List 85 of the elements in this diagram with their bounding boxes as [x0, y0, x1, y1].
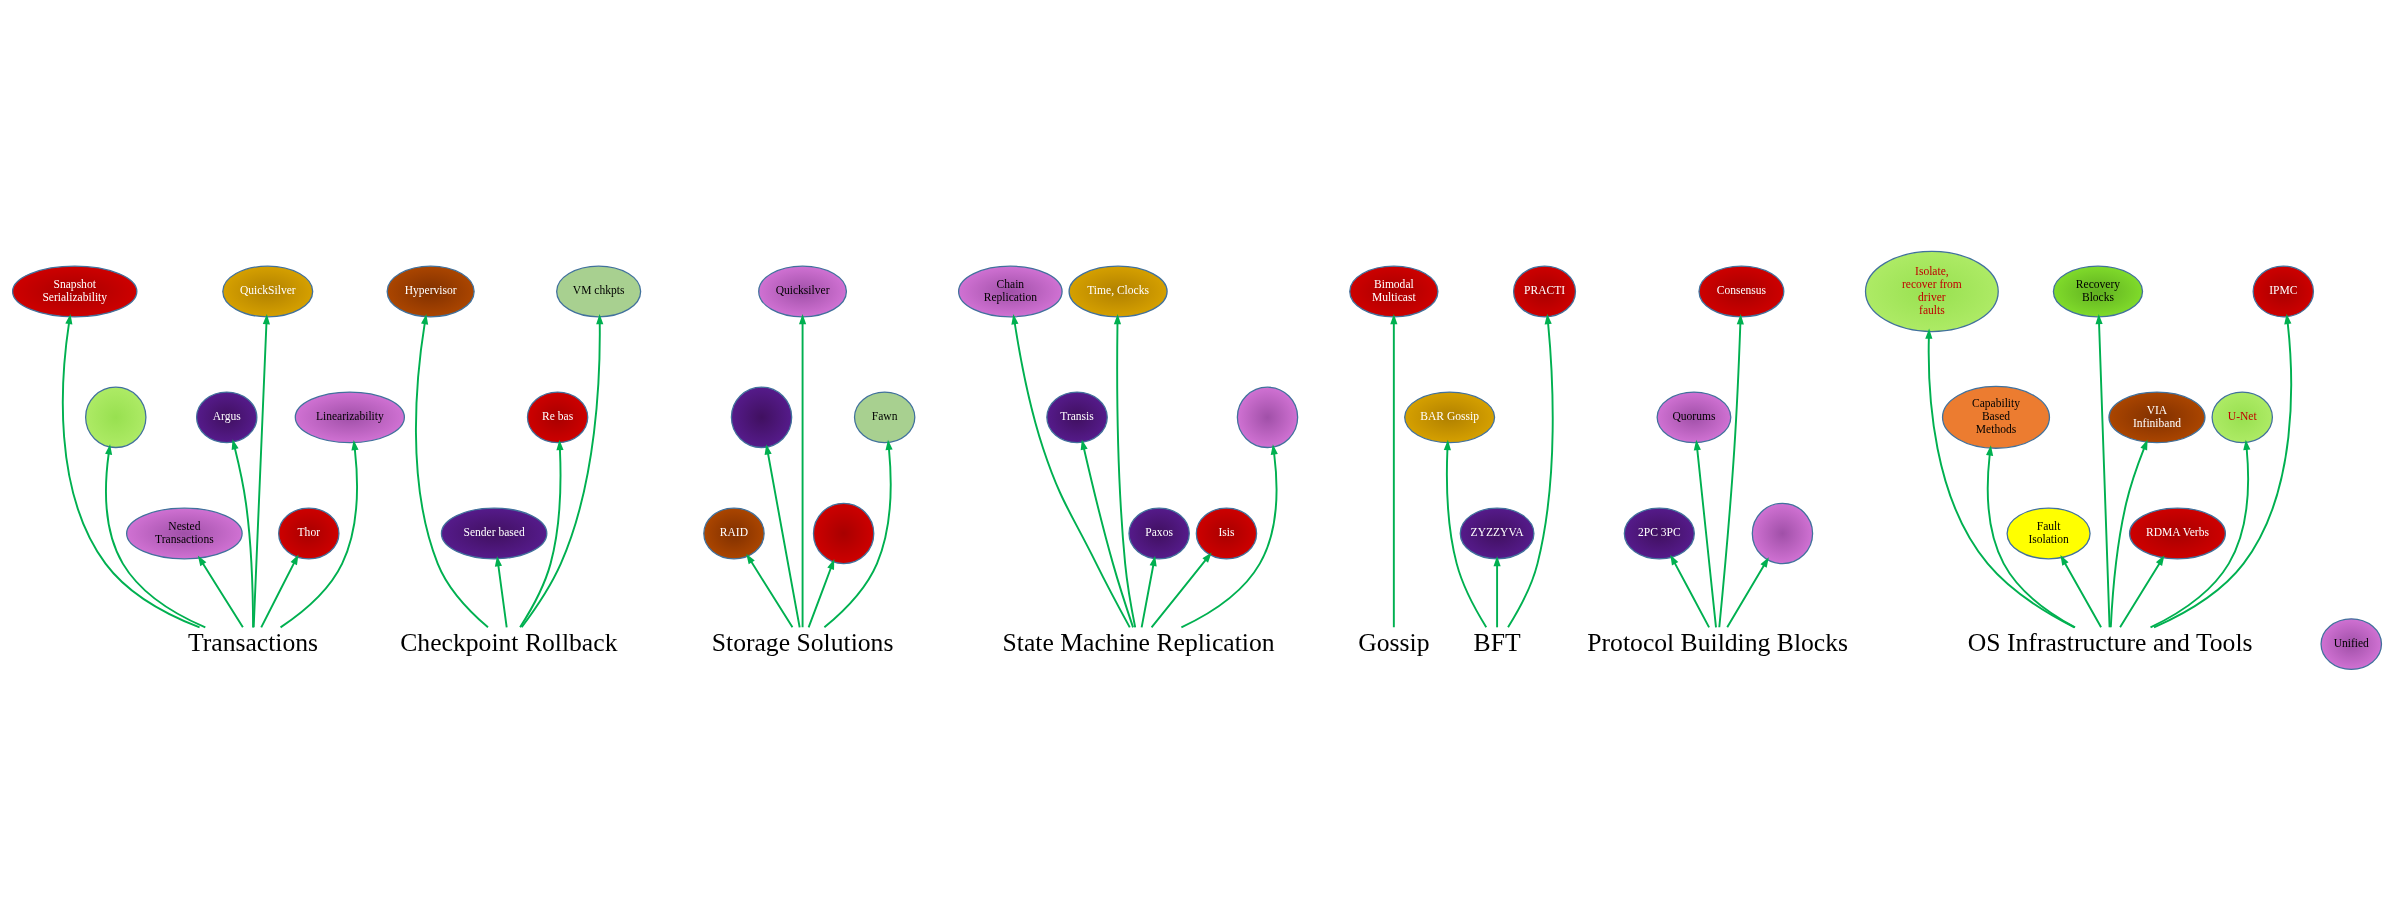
- arrow: [494, 555, 508, 629]
- node-ellipse: Isolate, recover from driver faults: [1864, 250, 1999, 333]
- node-ellipse: Bimodal Multicast: [1349, 265, 1439, 318]
- node-ellipse: IPMC: [2252, 265, 2315, 318]
- arrow: [105, 444, 207, 629]
- node-ellipse: 2PC 3PC: [1623, 507, 1695, 560]
- node-ellipse: Hypervisor: [386, 265, 475, 318]
- node-ellipse: Paxos: [1128, 507, 1190, 560]
- node-ellipse: VM chkpts: [556, 265, 642, 318]
- arrow: [1670, 554, 1711, 629]
- node-text: Checkpoint Rollback: [400, 627, 618, 657]
- arrow: [231, 439, 255, 629]
- node-ellipse: Consensus: [1698, 265, 1785, 318]
- arrow: [1390, 313, 1398, 629]
- node-ellipse: QuickSilver: [222, 265, 314, 318]
- node-ellipse: Quorums: [1656, 391, 1732, 444]
- arrow: [520, 314, 604, 629]
- node-ellipse: Linearizability: [294, 391, 405, 444]
- arrow: [279, 439, 359, 629]
- arrow: [823, 439, 893, 629]
- arrow: [764, 444, 801, 629]
- arrow: [197, 555, 244, 629]
- node-ellipse: ZYZZYVA: [1459, 507, 1535, 560]
- arrow: [2149, 439, 2251, 629]
- node-ellipse: Chain Replication: [958, 265, 1063, 318]
- arrow: [1726, 557, 1769, 629]
- arrow: [807, 559, 835, 629]
- arrow: [2109, 439, 2148, 629]
- arrow: [519, 439, 564, 629]
- node-ellipse: U-Net: [2211, 391, 2274, 444]
- arrow: [1080, 439, 1135, 629]
- arrow: [2095, 313, 2111, 629]
- arrow: [1443, 439, 1488, 629]
- node-text: Storage Solutions: [711, 627, 894, 657]
- arrow: [1718, 314, 1744, 629]
- node-ellipse: Snapshot Serializability: [11, 265, 138, 318]
- node-ellipse: Time, Clocks: [1068, 265, 1168, 318]
- node-circle: [812, 502, 875, 565]
- node-ellipse: PRACTI: [1512, 265, 1577, 318]
- arrow: [1493, 555, 1501, 629]
- node-text: Protocol Building Blocks: [1587, 627, 1849, 657]
- arrow: [1180, 444, 1278, 629]
- arrow: [2119, 555, 2165, 629]
- node-ellipse: Unified: [2320, 618, 2383, 671]
- arrow: [2060, 555, 2102, 629]
- node-ellipse: RAID: [703, 507, 765, 560]
- node-text: State Machine Replication: [1002, 627, 1275, 657]
- arrow: [1113, 314, 1137, 629]
- arrow: [1986, 445, 2076, 629]
- node-circle: [1751, 502, 1814, 565]
- arrow: [799, 313, 807, 629]
- node-text: OS Infrastructure and Tools: [1967, 627, 2253, 657]
- node-circle: [730, 386, 793, 449]
- node-circle: [85, 386, 147, 449]
- arrow: [61, 313, 201, 629]
- arrow: [252, 313, 270, 629]
- node-text: BFT: [1473, 627, 1521, 657]
- node-ellipse: Sender based: [440, 507, 548, 560]
- node-ellipse: Fawn: [853, 391, 916, 444]
- node-ellipse: RDMA Verbs: [2128, 507, 2227, 560]
- node-ellipse: Fault Isolation: [2006, 507, 2091, 560]
- node-ellipse: Recovery Blocks: [2052, 265, 2144, 318]
- node-ellipse: Nested Transactions: [126, 507, 243, 560]
- arrow: [1150, 552, 1212, 629]
- arrow: [1011, 314, 1131, 629]
- node-ellipse: Thor: [278, 507, 340, 560]
- node-ellipse: Isis: [1195, 507, 1258, 560]
- node-ellipse: VIA Infiniband: [2108, 391, 2206, 444]
- arrow: [2153, 313, 2293, 629]
- node-ellipse: Transis: [1046, 391, 1108, 444]
- arrow: [1925, 328, 2076, 629]
- node-ellipse: Capability Based Methods: [1941, 385, 2051, 449]
- node-text: Gossip: [1358, 627, 1430, 657]
- node-ellipse: Re bas: [526, 391, 589, 444]
- arrow: [415, 313, 489, 629]
- arrow: [1140, 555, 1157, 629]
- node-ellipse: Argus: [195, 391, 258, 444]
- node-circle: [1236, 386, 1299, 449]
- arrow: [260, 554, 299, 629]
- node-text: Transactions: [187, 627, 319, 657]
- node-ellipse: Quicksilver: [758, 265, 848, 318]
- arrow: [1693, 439, 1717, 629]
- arrow: [1507, 313, 1554, 629]
- node-ellipse: BAR Gossip: [1404, 391, 1496, 444]
- arrow: [746, 553, 794, 629]
